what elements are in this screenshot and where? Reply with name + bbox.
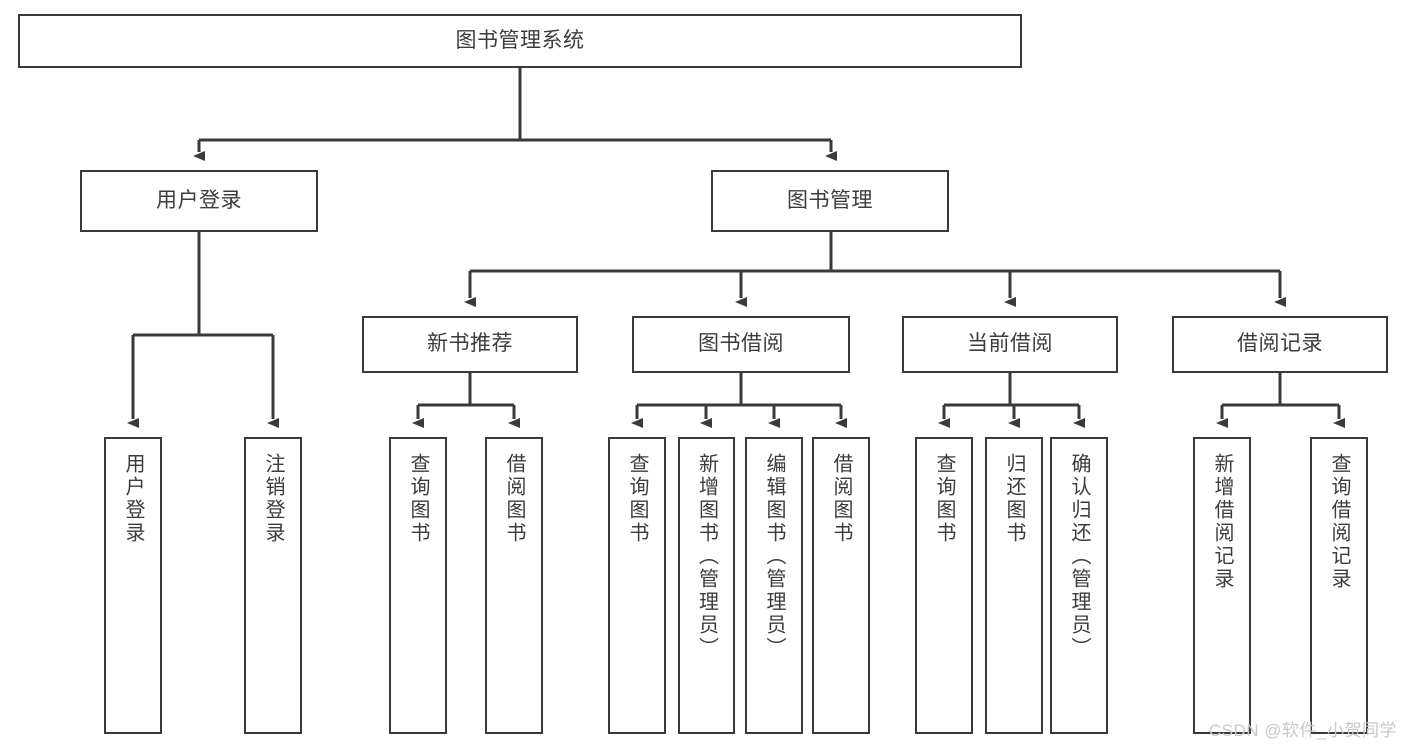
node-book-manage[interactable]: 图书管理	[711, 170, 949, 232]
node-leaf-user-login-label: 用户登录	[122, 453, 144, 545]
node-leaf-add-book-label: 新增图书（管理员）	[695, 453, 718, 660]
node-leaf-add-record[interactable]: 新增借阅记录	[1193, 437, 1251, 734]
node-leaf-borrow-book-1-label: 借阅图书	[503, 453, 525, 545]
node-leaf-query-book-2[interactable]: 查询图书	[608, 437, 666, 734]
node-leaf-query-book-3-label: 查询图书	[933, 453, 955, 545]
node-user-login[interactable]: 用户登录	[80, 170, 318, 232]
node-leaf-confirm-return[interactable]: 确认归还（管理员）	[1050, 437, 1108, 734]
node-user-login-label: 用户登录	[156, 188, 242, 212]
node-borrow-record[interactable]: 借阅记录	[1172, 316, 1388, 373]
node-leaf-query-book-1-label: 查询图书	[407, 453, 429, 545]
node-book-borrow-label: 图书借阅	[698, 332, 784, 356]
node-leaf-user-login[interactable]: 用户登录	[104, 437, 162, 734]
node-leaf-query-record-label: 查询借阅记录	[1328, 453, 1350, 591]
node-leaf-return-book-label: 归还图书	[1003, 453, 1025, 545]
node-leaf-edit-book[interactable]: 编辑图书（管理员）	[745, 437, 803, 734]
node-leaf-logout-label: 注销登录	[262, 453, 284, 545]
node-leaf-logout[interactable]: 注销登录	[244, 437, 302, 734]
node-leaf-query-book-3[interactable]: 查询图书	[915, 437, 973, 734]
node-book-manage-label: 图书管理	[787, 188, 873, 212]
node-leaf-confirm-return-label: 确认归还（管理员）	[1068, 453, 1090, 660]
csdn-watermark: CSDN @软件_小贺同学	[1208, 721, 1397, 740]
node-leaf-add-book[interactable]: 新增图书（管理员）	[678, 437, 735, 734]
node-new-book-rec[interactable]: 新书推荐	[362, 316, 578, 373]
node-leaf-edit-book-label: 编辑图书（管理员）	[763, 453, 785, 660]
node-leaf-return-book[interactable]: 归还图书	[985, 437, 1043, 734]
node-leaf-borrow-book-1[interactable]: 借阅图书	[485, 437, 543, 734]
node-current-borrow[interactable]: 当前借阅	[902, 316, 1118, 373]
node-leaf-borrow-book-2[interactable]: 借阅图书	[812, 437, 870, 734]
node-leaf-query-book-1[interactable]: 查询图书	[389, 437, 447, 734]
node-leaf-query-record[interactable]: 查询借阅记录	[1310, 437, 1368, 734]
node-current-borrow-label: 当前借阅	[967, 332, 1053, 356]
node-borrow-record-label: 借阅记录	[1237, 332, 1323, 356]
node-leaf-add-record-label: 新增借阅记录	[1211, 453, 1233, 591]
node-book-borrow[interactable]: 图书借阅	[632, 316, 850, 373]
node-new-book-rec-label: 新书推荐	[427, 332, 513, 356]
node-leaf-borrow-book-2-label: 借阅图书	[830, 453, 852, 545]
node-root-label: 图书管理系统	[455, 28, 585, 52]
node-root[interactable]: 图书管理系统	[18, 14, 1022, 68]
node-leaf-query-book-2-label: 查询图书	[626, 453, 648, 545]
